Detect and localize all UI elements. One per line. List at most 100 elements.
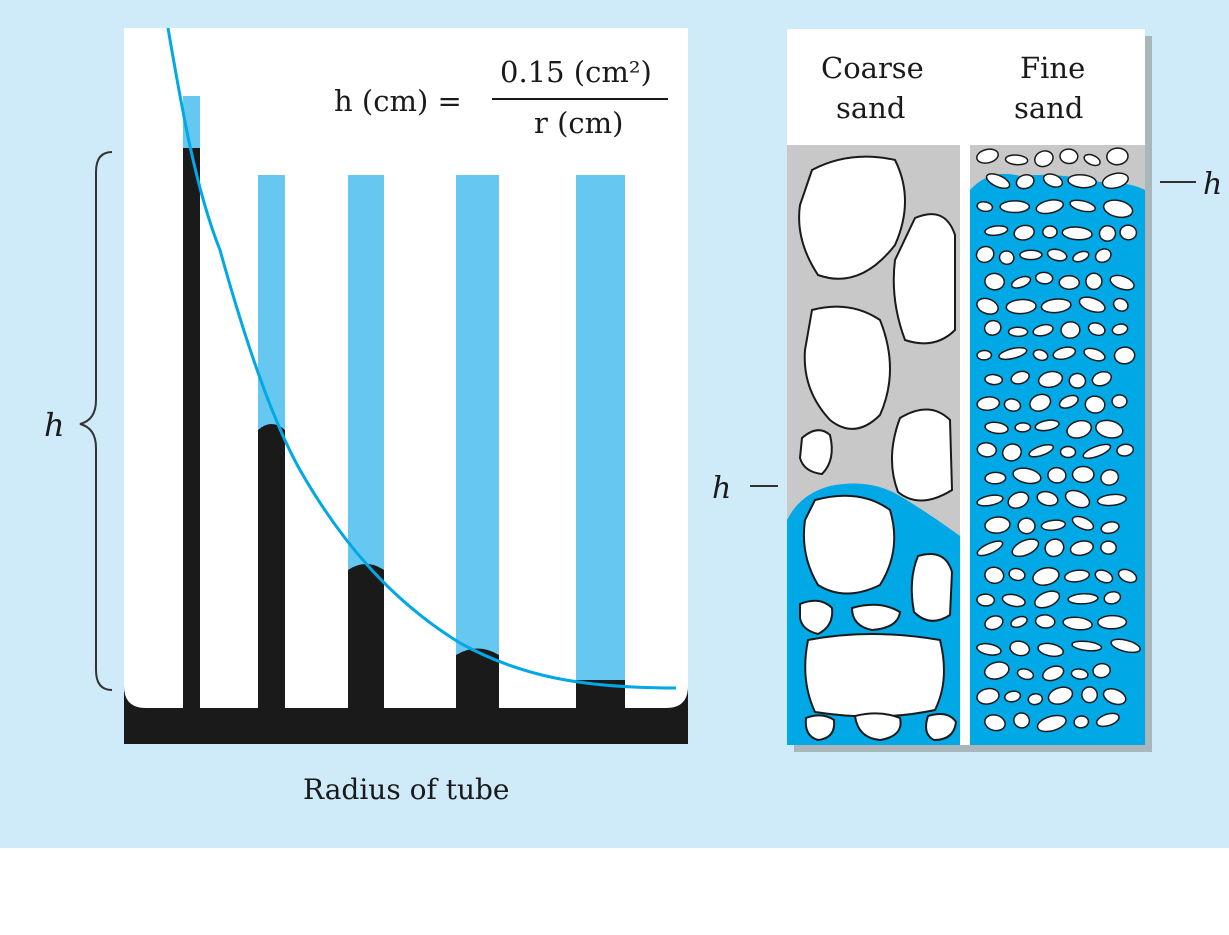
fine-grain: [999, 200, 1031, 214]
fine-grain: [1109, 274, 1135, 291]
tube-2: [258, 175, 285, 710]
fine-grain: [1061, 226, 1093, 241]
coarse-grains: [798, 155, 958, 742]
fine-grain: [1103, 591, 1122, 605]
fine-grain: [1044, 538, 1065, 558]
fine-grain: [1036, 714, 1067, 733]
fine-grain: [1097, 614, 1128, 630]
fine-grain: [1083, 153, 1101, 167]
fine-grain: [1028, 444, 1055, 458]
fine-grain: [1082, 443, 1112, 460]
fine-grain: [985, 173, 1011, 190]
fine-grain: [1010, 370, 1030, 385]
tube-1: [183, 96, 200, 710]
fine-grain: [1009, 640, 1031, 657]
fine-grain: [976, 687, 1000, 705]
fine-grain: [1034, 150, 1054, 168]
coarse-sand-column: [787, 145, 960, 745]
coarse-label-1: Coarse: [821, 51, 924, 85]
fine-label-1: Fine: [1020, 51, 1085, 85]
fine-grain: [1117, 568, 1138, 584]
fine-grain: [1005, 298, 1037, 315]
fine-grain: [1034, 590, 1061, 609]
fine-grain: [984, 421, 1009, 435]
fine-grain: [976, 494, 1004, 507]
fine-grain: [1096, 493, 1127, 507]
fine-grain: [1034, 271, 1054, 285]
fine-grain: [1052, 346, 1077, 361]
fine-grain: [976, 349, 993, 361]
fine-grain: [1014, 422, 1032, 433]
fine-grain: [1015, 174, 1035, 190]
fine-grain: [1092, 662, 1111, 679]
fine-grain: [1100, 540, 1117, 555]
fine-grain: [1008, 567, 1026, 582]
fine-grain: [1071, 465, 1095, 484]
fine-grain: [976, 396, 1001, 412]
fine-grain: [1046, 248, 1068, 262]
fine-grain: [984, 615, 1004, 631]
fine-grain: [984, 516, 1011, 534]
fine-grain: [1010, 275, 1032, 289]
fine-grain: [983, 319, 1002, 336]
fine-h-label: h: [1203, 167, 1222, 202]
fine-grain: [1034, 419, 1060, 432]
fine-grain: [1102, 688, 1127, 706]
fine-grain: [1047, 466, 1067, 484]
fine-grain: [976, 442, 997, 458]
formula-lhs: h (cm) =: [334, 84, 462, 118]
fine-grain: [1070, 668, 1089, 680]
fine-grain: [1042, 665, 1065, 682]
fine-grain: [976, 540, 1004, 557]
fine-grain: [1012, 467, 1042, 485]
xaxis-label: Radius of tube: [303, 773, 510, 806]
fine-grain: [1087, 322, 1106, 337]
fine-grain: [1040, 298, 1072, 314]
fine-grain: [1100, 469, 1120, 486]
fine-grain: [976, 642, 1002, 656]
fine-grain: [1017, 517, 1036, 535]
fine-label-2: sand: [1014, 91, 1083, 125]
fine-grain: [975, 148, 999, 164]
fine-grain: [1069, 199, 1097, 213]
fine-grain: [1032, 566, 1060, 586]
fine-grain: [1029, 393, 1052, 412]
fine-grain: [1059, 148, 1079, 165]
height-label-a: h: [44, 406, 65, 444]
fine-grain: [984, 714, 1006, 732]
tube-3: [348, 175, 384, 710]
fine-grain: [1095, 712, 1120, 728]
fine-grain: [998, 346, 1028, 361]
coarse-label-2: sand: [836, 91, 905, 125]
fine-grain: [1112, 297, 1129, 312]
fine-grain: [1116, 443, 1135, 457]
fine-grain: [1091, 370, 1112, 387]
fine-grain: [1068, 372, 1087, 389]
fine-grain: [1040, 519, 1067, 531]
fine-grain: [1011, 538, 1040, 558]
fine-grain: [1037, 642, 1064, 658]
fine-grain: [1110, 638, 1141, 654]
fine-grain: [1058, 275, 1080, 290]
fine-grain: [1064, 489, 1091, 509]
fine-grain: [1083, 347, 1106, 362]
fine-grain: [1027, 693, 1044, 706]
fine-grain: [1101, 172, 1129, 190]
fine-grain: [1034, 614, 1056, 629]
fine-grain: [1059, 445, 1077, 459]
fine-grain: [983, 661, 1010, 680]
fine-grain: [1069, 540, 1094, 557]
coarse-h-label: h: [712, 471, 731, 506]
fine-grain: [1072, 250, 1090, 263]
fine-grain: [1098, 224, 1117, 242]
fine-grain: [984, 566, 1005, 585]
fine-grain: [1119, 224, 1138, 241]
fine-grain: [1111, 394, 1128, 409]
fine-grain: [1106, 147, 1129, 166]
fine-grain: [1042, 225, 1058, 239]
fine-grain: [998, 250, 1015, 266]
fine-grain: [1019, 249, 1043, 261]
fine-grain: [1058, 394, 1079, 409]
fine-grain: [1004, 154, 1029, 166]
fine-grain: [1073, 715, 1090, 729]
